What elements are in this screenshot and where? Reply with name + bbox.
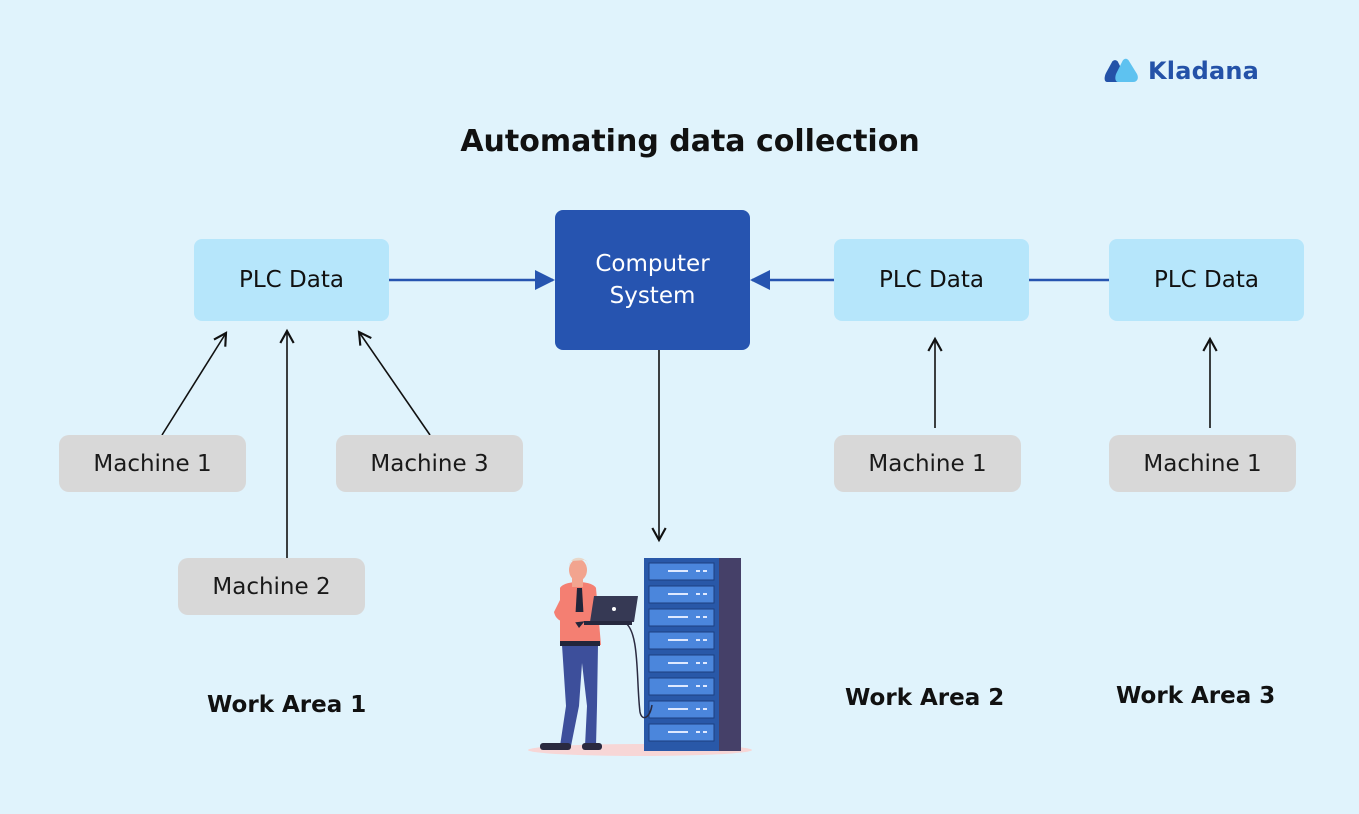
machine1-to-plc1-arrow: [161, 331, 228, 436]
diagram-title: Automating data collection: [460, 124, 920, 159]
work-area-1-label: Work Area 1: [207, 692, 367, 718]
computer-system-box: Computer System: [555, 210, 750, 350]
machine3-to-plc1-arrow: [357, 330, 431, 436]
machine-box-area1-1: Machine 1: [59, 435, 246, 492]
plc-data-box-area1: PLC Data: [194, 239, 389, 321]
machine-box-area1-3: Machine 3: [336, 435, 523, 492]
machine-box-area1-2: Machine 2: [178, 558, 365, 615]
plc-data-box-area3: PLC Data: [1109, 239, 1304, 321]
kladana-logo-icon: [1104, 58, 1138, 82]
plc-data-box-area2: PLC Data: [834, 239, 1029, 321]
work-area-3-label: Work Area 3: [1116, 683, 1276, 709]
machine-box-area3-1: Machine 1: [1109, 435, 1296, 492]
kladana-logo: Kladana: [1104, 56, 1259, 86]
brand-name: Kladana: [1148, 57, 1260, 85]
machine-box-area2-1: Machine 1: [834, 435, 1021, 492]
work-area-2-label: Work Area 2: [845, 685, 1005, 711]
